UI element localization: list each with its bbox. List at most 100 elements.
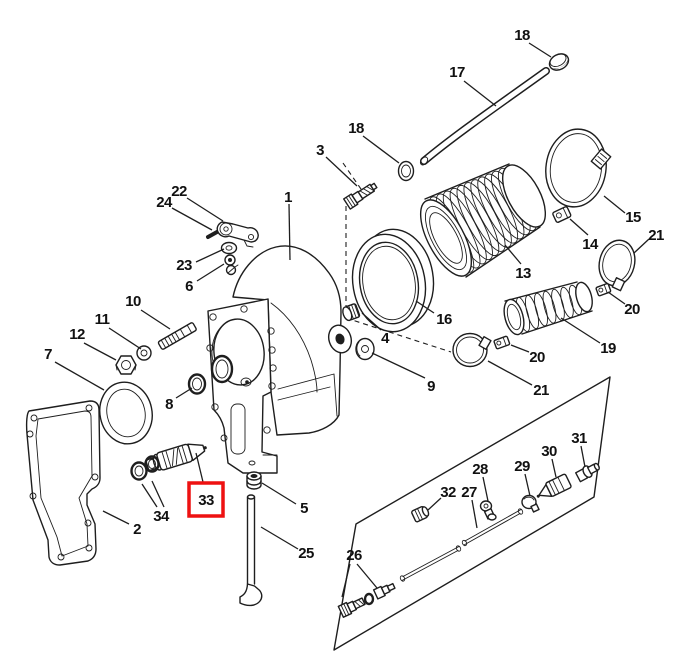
part-8-o-ring [187, 373, 207, 395]
part-17-water-hose [419, 67, 550, 166]
leader-line-29 [524, 473, 531, 497]
leader-line-21a [487, 360, 533, 386]
part-label-29: 29 [514, 458, 530, 475]
part-19-shift-bellows [503, 281, 593, 336]
part-label-31: 31 [571, 430, 587, 447]
part-15-hose-clamp [545, 128, 612, 208]
part-label-3: 3 [316, 142, 324, 159]
leader-line-11 [108, 327, 142, 350]
part-label-21b: 21 [648, 227, 664, 244]
part-label-20a: 20 [529, 349, 545, 366]
part-10-stud [157, 322, 197, 350]
part-label-19: 19 [600, 340, 616, 357]
leader-line-15 [603, 195, 626, 214]
part-12-nut [115, 355, 137, 375]
part-label-22: 22 [171, 183, 187, 200]
leader-line-34 [141, 483, 158, 508]
part-23-washer [220, 241, 238, 255]
part-label-5: 5 [300, 500, 308, 517]
part-label-25: 25 [298, 545, 314, 562]
leader-line-31 [580, 445, 586, 468]
leader-line-1 [288, 203, 291, 261]
part-label-18a: 18 [514, 27, 530, 44]
part-label-17: 17 [449, 64, 465, 81]
part-label-2: 2 [133, 521, 141, 538]
part-labels: 1234567891011121314151617181819202120212… [44, 27, 664, 564]
part-26-fittings [337, 582, 396, 618]
part-label-34: 34 [153, 508, 170, 525]
leader-line-6 [196, 263, 225, 282]
part-30-check-valve-small [536, 473, 572, 498]
leader-line-7 [54, 361, 105, 391]
part-34-o-rings [130, 455, 160, 481]
part-21-clamp-left [452, 332, 492, 368]
part-label-10: 10 [125, 293, 141, 310]
part-7-seal-ring [99, 381, 153, 445]
leader-line-2 [102, 510, 130, 525]
part-29-fitting [521, 494, 540, 513]
part-label-15: 15 [625, 209, 641, 226]
leader-line-17 [463, 80, 497, 107]
leader-line-33 [195, 452, 204, 483]
inset-box [333, 376, 611, 651]
part-1-bell-housing [206, 245, 353, 474]
part-label-27: 27 [461, 484, 477, 501]
part-label-13: 13 [515, 265, 531, 282]
leader-line-10 [140, 309, 171, 330]
part-21-clamp-right [598, 239, 636, 292]
leader-line-23 [195, 248, 225, 263]
leader-line-28 [482, 476, 489, 502]
part-label-24: 24 [156, 194, 173, 211]
part-18-clamp-mid [397, 160, 415, 182]
part-label-6: 6 [185, 278, 193, 295]
leader-line-30 [551, 458, 557, 478]
leader-line-9 [371, 352, 426, 379]
part-13-exhaust-bellows [419, 163, 547, 278]
leader-line-16 [415, 300, 435, 314]
part-label-21a: 21 [533, 382, 549, 399]
part-22-steering-lever [216, 221, 259, 248]
highlight-box-part-33[interactable] [187, 481, 225, 518]
part-2-gasket [25, 400, 101, 566]
part-label-16: 16 [436, 311, 452, 328]
part-9-washer [355, 337, 375, 361]
part-label-28: 28 [472, 461, 488, 478]
leader-line-13 [504, 244, 522, 265]
part-20-clip-left [493, 335, 511, 350]
part-label-4: 4 [381, 330, 390, 347]
part-5-bushing [246, 471, 262, 490]
part-11-washer [136, 345, 152, 361]
part-16-trim-ring [351, 228, 435, 333]
part-label-26: 26 [346, 547, 362, 564]
leader-line-5 [261, 482, 297, 505]
alignment-dashed-lines [342, 162, 452, 353]
part-27-tubes [399, 508, 524, 582]
part-28-fitting [479, 500, 497, 521]
part-3-hose-fitting [343, 182, 378, 210]
part-label-12: 12 [69, 326, 85, 343]
part-label-20b: 20 [624, 301, 640, 318]
part-25-rod [239, 494, 263, 607]
leader-lines [54, 42, 650, 598]
leader-line-18b [362, 135, 400, 164]
part-label-32: 32 [440, 484, 456, 501]
leader-line-20b [607, 291, 626, 305]
leader-line-25 [260, 526, 299, 550]
leader-line-8 [175, 387, 193, 399]
part-label-11: 11 [95, 311, 110, 328]
leader-line-24 [171, 207, 213, 231]
part-label-23: 23 [176, 257, 192, 274]
part-14-clip [552, 206, 572, 223]
leader-line-4 [361, 312, 382, 331]
part-label-14: 14 [582, 236, 599, 253]
part-label-18b: 18 [348, 120, 364, 137]
part-4-plug [342, 303, 361, 322]
part-label-33[interactable]: 33 [198, 492, 214, 509]
part-24-pin [206, 230, 219, 239]
part-label-7: 7 [44, 346, 52, 363]
part-label-8: 8 [165, 396, 173, 413]
leader-line-18a [528, 42, 552, 58]
leader-line-26 [341, 563, 351, 598]
